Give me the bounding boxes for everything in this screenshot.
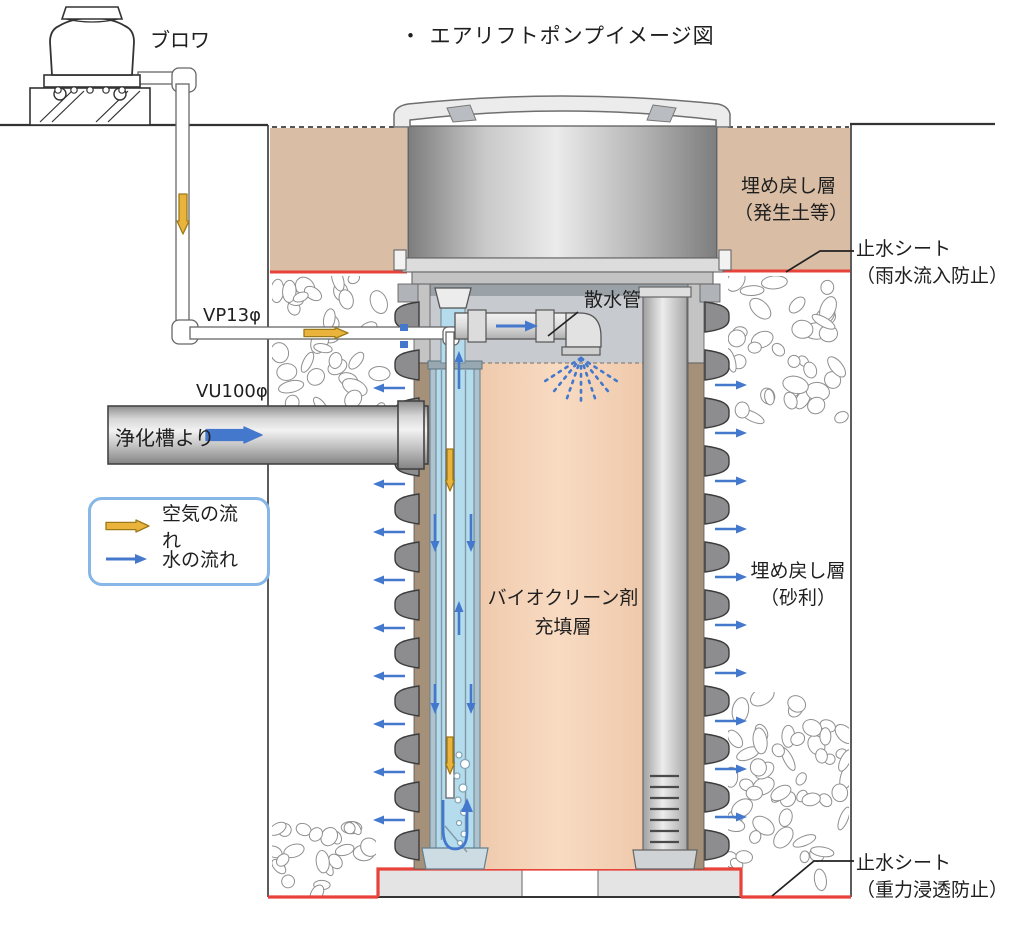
legend-air-row: 空気の流れ: [103, 503, 255, 552]
bio-media-label: バイオクリーン剤 充填層: [487, 587, 639, 638]
flow-legend: 空気の流れ 水の流れ: [88, 497, 270, 586]
sheet-rain-label: 止水シート （雨水流入防止）: [856, 238, 1009, 287]
sprinkler-pipe-label: 散水管: [584, 289, 642, 311]
legend-water-row: 水の流れ: [103, 542, 255, 575]
water-flow-arrow-icon: [106, 553, 147, 564]
from-septic-label: 浄化槽より: [115, 426, 215, 450]
legend-air-label: 空気の流れ: [162, 502, 239, 552]
excavation-and-backfill: [0, 122, 995, 897]
leader-lines: [547, 250, 854, 897]
gravel-stones: [272, 276, 849, 896]
flow-arrows: [176, 193, 747, 825]
blower-label: ブロワ: [150, 28, 210, 52]
backfill-gravel-label: 埋め戻し層 （砂利）: [750, 560, 846, 609]
vp13-pipe-label: VP13φ: [203, 305, 261, 326]
base-slab: [268, 867, 851, 899]
sheet-gravity-label: 止水シート （重力浸透防止）: [856, 852, 1009, 901]
access-riser-and-cover: [393, 95, 732, 285]
diagram-title: ・ エアリフトポンプイメージ図: [400, 24, 715, 48]
air-flow-arrow-icon: [105, 518, 150, 533]
pipes: [107, 67, 602, 799]
backfill-soil-label: 埋め戻し層 （発生土等）: [734, 175, 849, 224]
vu100-pipe-label: VU100φ: [196, 381, 268, 402]
bubbles-and-spray: [441, 356, 621, 851]
tank-body: [394, 282, 730, 870]
blower-icon: [29, 6, 151, 126]
legend-water-label: 水の流れ: [162, 549, 239, 571]
